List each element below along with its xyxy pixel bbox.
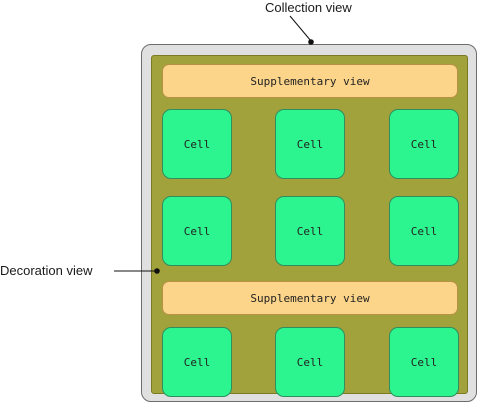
- supplementary-view-top: Supplementary view: [162, 64, 458, 98]
- collection-view-label: Collection view: [265, 0, 352, 15]
- cell: Cell: [389, 109, 459, 179]
- cell: Cell: [275, 327, 345, 397]
- cell: Cell: [275, 109, 345, 179]
- cell: Cell: [162, 109, 232, 179]
- cell: Cell: [275, 196, 345, 266]
- cell: Cell: [162, 196, 232, 266]
- cell: Cell: [389, 327, 459, 397]
- decoration-view-label: Decoration view: [0, 263, 93, 278]
- supplementary-view-middle: Supplementary view: [162, 281, 458, 315]
- cell: Cell: [162, 327, 232, 397]
- collection-view-leader-line: [289, 15, 312, 42]
- cell: Cell: [389, 196, 459, 266]
